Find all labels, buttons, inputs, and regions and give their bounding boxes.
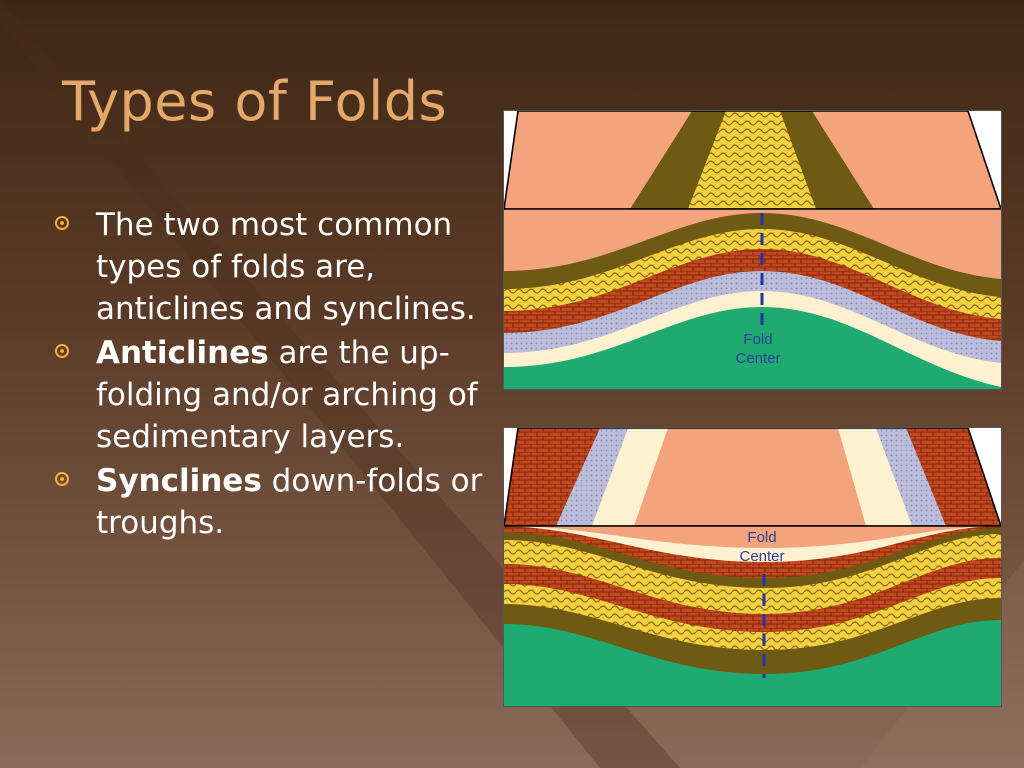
bullet-text: The two most common types of folds are, …	[96, 207, 476, 327]
slide-title: Types of Folds	[62, 70, 448, 133]
anticline-top-block	[504, 111, 1001, 210]
fold-label-line1: Fold	[743, 331, 772, 348]
bullet-item: The two most common types of folds are, …	[52, 204, 492, 330]
bullet-text: are the up-folding and/or arching of sed…	[96, 335, 478, 455]
anticline-cross-section	[504, 208, 1001, 389]
bullet-item: Synclines down-folds or troughs.	[52, 460, 492, 544]
bullet-lead: Anticlines	[96, 335, 269, 371]
bullet-circle-icon	[55, 472, 69, 486]
syncline-cross-section	[504, 525, 1001, 706]
bullet-text: down-folds or troughs.	[96, 463, 483, 541]
fold-label-line2: Center	[739, 548, 784, 565]
syncline-top-block	[504, 428, 1001, 527]
bullet-lead: Synclines	[96, 463, 262, 499]
bullet-list: The two most common types of folds are, …	[52, 204, 492, 546]
fold-label-line2: Center	[735, 350, 780, 367]
bullet-circle-icon	[55, 216, 69, 230]
syncline-diagram: Fold Center	[503, 427, 1002, 707]
bullet-item: Anticlines are the up-folding and/or arc…	[52, 332, 492, 458]
fold-label-line1: Fold	[747, 529, 776, 546]
bullet-circle-icon	[55, 344, 69, 358]
anticline-diagram: Fold Center	[503, 110, 1002, 390]
